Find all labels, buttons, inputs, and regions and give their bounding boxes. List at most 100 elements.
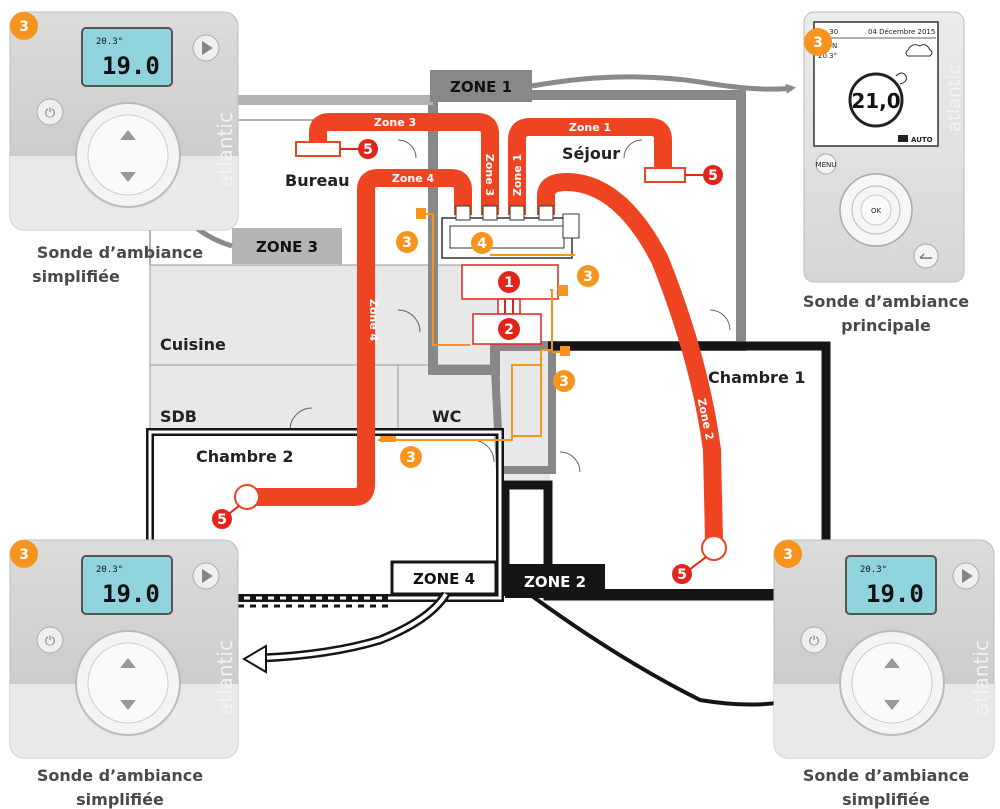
zone3-label: ZONE 3	[256, 238, 318, 256]
svg-text:5: 5	[677, 567, 687, 583]
badge-sensor	[577, 265, 599, 287]
duct-zone4	[248, 169, 472, 506]
badge-sensor	[400, 446, 422, 468]
badge-plenum	[498, 318, 520, 340]
door-arc	[289, 407, 313, 431]
badges: 3 3 3 3 4 1 2 5 5 5 5	[212, 139, 723, 584]
caption-main-1: Sonde d’ambiance	[803, 292, 969, 311]
svg-text:3: 3	[402, 235, 412, 251]
caption-top-left-1: Sonde d’ambiance	[37, 243, 203, 262]
duct-label-zone4: Zone 4	[392, 172, 435, 185]
caption-main-2: principale	[841, 316, 931, 335]
arrow-zone2	[530, 594, 805, 707]
zone3-tag	[232, 228, 342, 264]
power-icon: ⏻	[809, 634, 819, 649]
power-button[interactable]	[800, 626, 828, 654]
caption-bottom-right-1: Sonde d’ambiance	[803, 766, 969, 785]
room-wc: WC	[432, 407, 461, 426]
up-arrow-icon[interactable]	[120, 658, 136, 668]
dial-inner[interactable]	[87, 642, 169, 724]
svg-text:19.0: 19.0	[866, 580, 924, 608]
arrow-zone1	[531, 74, 796, 94]
svg-text:3: 3	[19, 19, 29, 35]
lcd-screen	[81, 27, 173, 87]
door-arc	[471, 439, 495, 463]
badge-outlet	[358, 139, 378, 159]
power-icon: ⏻	[45, 106, 55, 121]
heat-pump-unit	[461, 264, 559, 300]
caption-top-left-2: simplifiée	[32, 267, 120, 286]
badge-sensor	[804, 28, 832, 56]
badge-sensor	[774, 540, 802, 568]
badge-sensor	[553, 370, 575, 392]
duct-label-zone3: Zone 3	[374, 116, 416, 129]
brand-logo: atlantic	[213, 640, 237, 715]
svg-text:5: 5	[363, 142, 373, 158]
duct-network	[248, 113, 723, 541]
power-button[interactable]	[36, 98, 64, 126]
svg-text:3: 3	[559, 374, 569, 390]
duct-label-zone3-v: Zone 3	[483, 154, 496, 196]
svg-text:4: 4	[477, 236, 487, 252]
room-chambre2: Chambre 2	[196, 447, 294, 466]
down-arrow-icon[interactable]	[884, 700, 900, 710]
arrow-zone4-head	[242, 644, 267, 674]
nav-dial-mid	[851, 185, 901, 235]
badge-sensor	[396, 231, 418, 253]
down-arrow-icon[interactable]	[120, 172, 136, 182]
duct-label-zone1: Zone 1	[569, 121, 611, 134]
up-arrow-icon[interactable]	[884, 658, 900, 668]
zone2-label: ZONE 2	[524, 573, 586, 591]
power-button[interactable]	[36, 626, 64, 654]
back-arrow-icon	[919, 253, 932, 259]
zone2-tag	[505, 564, 605, 598]
brand-logo: atlantic	[969, 640, 993, 715]
sensor-marker	[416, 208, 426, 219]
down-arrow-icon[interactable]	[120, 700, 136, 710]
hand-icon	[895, 72, 907, 85]
svg-text:20.3°: 20.3°	[96, 37, 123, 47]
simple-sensor-bottom-left: 20.3° 19.0 ⏻ atlantic 3	[9, 539, 239, 759]
simple-sensor-top-left: 20.3° 19.0 ⏻ atlantic 3	[9, 11, 239, 231]
simple-sensor-bottom-right: 20.3° 19.0 ⏻ atlantic 3	[773, 539, 995, 759]
main-sensor: 4 : 30 04 Décembre 2015 ALON 20.3° 21,0 …	[803, 11, 965, 283]
dial-inner[interactable]	[87, 114, 169, 196]
svg-text:4 : 30: 4 : 30	[818, 28, 838, 36]
up-arrow-icon[interactable]	[120, 130, 136, 140]
outlet-chambre1	[701, 535, 727, 561]
zone3-link-bar	[238, 95, 433, 105]
badge-unit	[498, 271, 520, 293]
heat-icon	[898, 135, 908, 142]
svg-text:3: 3	[583, 269, 593, 285]
door-arc	[397, 309, 421, 333]
badge-sensor	[10, 12, 38, 40]
power-icon: ⏻	[45, 634, 55, 649]
svg-text:20.3°: 20.3°	[96, 565, 123, 575]
door-arc	[559, 451, 581, 473]
menu-button[interactable]	[815, 153, 837, 175]
svg-text:1: 1	[504, 275, 514, 291]
ok-button[interactable]	[860, 194, 892, 226]
svg-text:19.0: 19.0	[102, 52, 160, 80]
room-cuisine: Cuisine	[160, 335, 226, 354]
svg-text:3: 3	[406, 450, 416, 466]
badge-outlet	[212, 509, 232, 529]
svg-text:OK: OK	[871, 207, 882, 215]
svg-text:20.3°: 20.3°	[818, 52, 837, 60]
caption-bottom-left-1: Sonde d’ambiance	[37, 766, 203, 785]
dial-inner[interactable]	[851, 642, 933, 724]
svg-text:3: 3	[783, 547, 793, 563]
lcd-screen	[81, 555, 173, 615]
brand-logo: atlantic	[213, 112, 237, 187]
back-button[interactable]	[913, 243, 939, 269]
sensor-marker	[560, 346, 570, 356]
zone1-label: ZONE 1	[450, 78, 512, 96]
duct-label-zone1-v: Zone 1	[511, 154, 524, 196]
kitchen-area	[149, 264, 501, 431]
outlet-chambre2	[234, 484, 260, 510]
zone2-link-bar	[605, 589, 775, 598]
zone4-label: ZONE 4	[413, 570, 475, 588]
svg-text:19.0: 19.0	[102, 580, 160, 608]
room-chambre1: Chambre 1	[708, 368, 806, 387]
